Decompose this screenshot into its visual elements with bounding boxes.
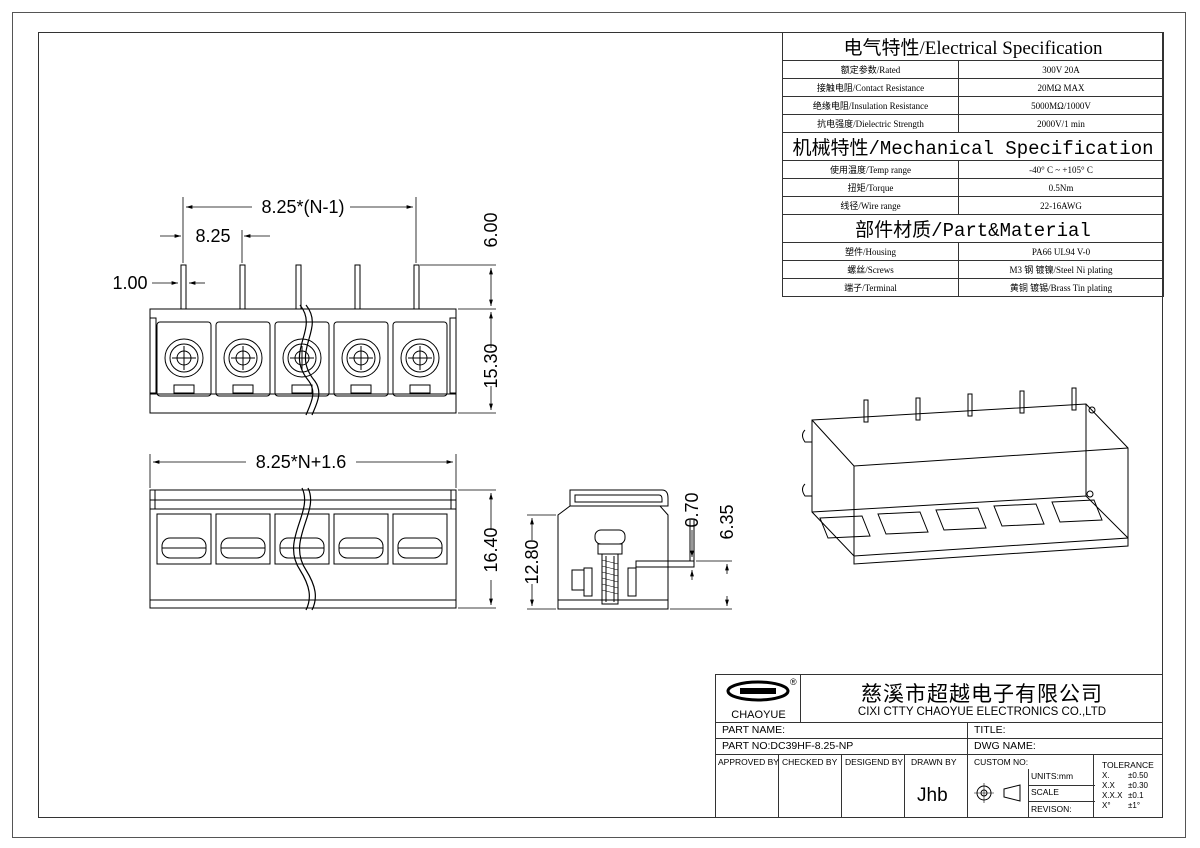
break-line (304, 304, 320, 416)
spec-value: 300V 20A (958, 60, 1164, 79)
side-view-pin (635, 560, 695, 568)
spec-label: 螺丝/Screws (782, 260, 959, 279)
material-spec-title: 部件材质/Part&Material (782, 214, 1164, 243)
dim-pin-width: 1.00 (112, 273, 147, 293)
dim-profile-height: 12.80 (522, 539, 542, 584)
front-view-dimensions (149, 454, 496, 609)
company-name-en: CIXI CTTY CHAOYUE ELECTRONICS CO.,LTD (857, 706, 1107, 718)
dim-body-height: 15.30 (481, 343, 501, 388)
spec-value: PA66 UL94 V-0 (958, 242, 1164, 261)
isometric-pins (863, 387, 1077, 423)
custom-no-label: CUSTOM NO: (974, 757, 1029, 767)
company-cell: 慈溪市超越电子有限公司 CIXI CTTY CHAOYUE ELECTRONIC… (801, 675, 1163, 723)
spec-label: 使用温度/Temp range (782, 160, 959, 179)
spec-value: 5000MΩ/1000V (958, 96, 1164, 115)
top-view-screws (164, 338, 440, 394)
drawing-sheet-border (12, 12, 1186, 838)
part-name-label: PART NAME: (722, 724, 786, 736)
side-view-dimensions (527, 514, 732, 610)
spec-value: -40° C ~ +105° C (958, 160, 1164, 179)
isometric-slots (819, 499, 1103, 539)
part-no-label: PART NO:DC39HF-8.25-NP (722, 740, 854, 752)
title-block: ® CHAOYUE 慈溪市超越电子有限公司 CIXI CTTY CHAOYUE … (715, 674, 1163, 818)
company-logo: ® (726, 677, 797, 702)
dim-pitch-span: 8.25*(N-1) (261, 197, 344, 217)
top-view-cells (156, 321, 448, 397)
spec-value: 0.5Nm (958, 178, 1164, 197)
tolerance-key: X. (1102, 771, 1110, 780)
drawn-by-label: DRAWN BY (911, 757, 957, 767)
units-label: UNITS:mm (1031, 771, 1074, 781)
dim-pin-thickness: 0.70 (682, 492, 702, 527)
front-view-body (149, 489, 457, 609)
top-view (149, 264, 457, 416)
electrical-spec-title: 电气特性/Electrical Specification (782, 32, 1164, 61)
approved-by-label: APPROVED BY (718, 757, 779, 767)
dim-pitch: 8.25 (195, 226, 230, 246)
spec-label: 线径/Wire range (782, 196, 959, 215)
logo-text: CHAOYUE (731, 709, 786, 721)
spec-label: 额定参数/Rated (782, 60, 959, 79)
projection-symbol-icon (974, 783, 1021, 803)
spec-label: 抗电强度/Dielectric Strength (782, 114, 959, 133)
tolerance-cell: TOLERANCE X. ±0.50 X.X ±0.30 X.X.X ±0.1 … (1094, 755, 1163, 818)
isometric-view (802, 387, 1129, 565)
top-view-body (149, 308, 457, 414)
tolerance-key: X° (1102, 801, 1111, 810)
side-view (557, 489, 695, 610)
scale-label: SCALE (1031, 787, 1059, 797)
spec-value: 2000V/1 min (958, 114, 1164, 133)
dim-pin-offset: 6.35 (717, 504, 737, 539)
tolerance-value: ±0.30 (1128, 781, 1148, 790)
spec-label: 接触电阻/Contact Resistance (782, 78, 959, 97)
tolerance-value: ±0.50 (1128, 771, 1148, 780)
svg-text:®: ® (790, 677, 797, 687)
drawing-frame (38, 32, 1163, 818)
spec-label: 扭矩/Torque (782, 178, 959, 197)
revison-label: REVISON: (1031, 804, 1072, 814)
spec-value: 22-16AWG (958, 196, 1164, 215)
top-view-pins (180, 264, 420, 310)
spec-value: M3 钢 镀镍/Steel Ni plating (958, 260, 1164, 279)
company-name-cn: 慈溪市超越电子有限公司 (861, 683, 1103, 706)
mechanical-spec-title: 机械特性/Mechanical Specification (782, 132, 1164, 161)
dim-side-height: 16.40 (481, 527, 501, 572)
front-view (149, 487, 457, 611)
tolerance-title: TOLERANCE (1102, 760, 1154, 770)
checked-by-label: CHECKED BY (782, 757, 838, 767)
dwg-name-label: DWG NAME: (974, 740, 1036, 752)
spec-value: 黄铜 镀锡/Brass Tin plating (958, 278, 1164, 297)
dim-pin-length: 6.00 (481, 212, 501, 247)
drawn-by-value: Jhb (917, 785, 948, 806)
spec-label: 塑件/Housing (782, 242, 959, 261)
logo-cell: ® CHAOYUE (716, 675, 801, 723)
front-view-slots (156, 513, 448, 565)
title-label: TITLE: (974, 724, 1006, 736)
spec-label: 绝缘电阻/Insulation Resistance (782, 96, 959, 115)
spec-label: 端子/Terminal (782, 278, 959, 297)
tolerance-value: ±0.1 (1128, 791, 1144, 800)
dim-total-length: 8.25*N+1.6 (256, 452, 347, 472)
spec-value: 20MΩ MAX (958, 78, 1164, 97)
specification-table: 电气特性/Electrical Specification 额定参数/Rated… (782, 32, 1164, 297)
designed-by-label: DESIGEND BY (845, 757, 904, 767)
tolerance-key: X.X (1102, 781, 1115, 790)
top-view-dimensions (152, 197, 496, 414)
tolerance-value: ±1° (1128, 801, 1141, 810)
tolerance-key: X.X.X (1102, 791, 1123, 800)
